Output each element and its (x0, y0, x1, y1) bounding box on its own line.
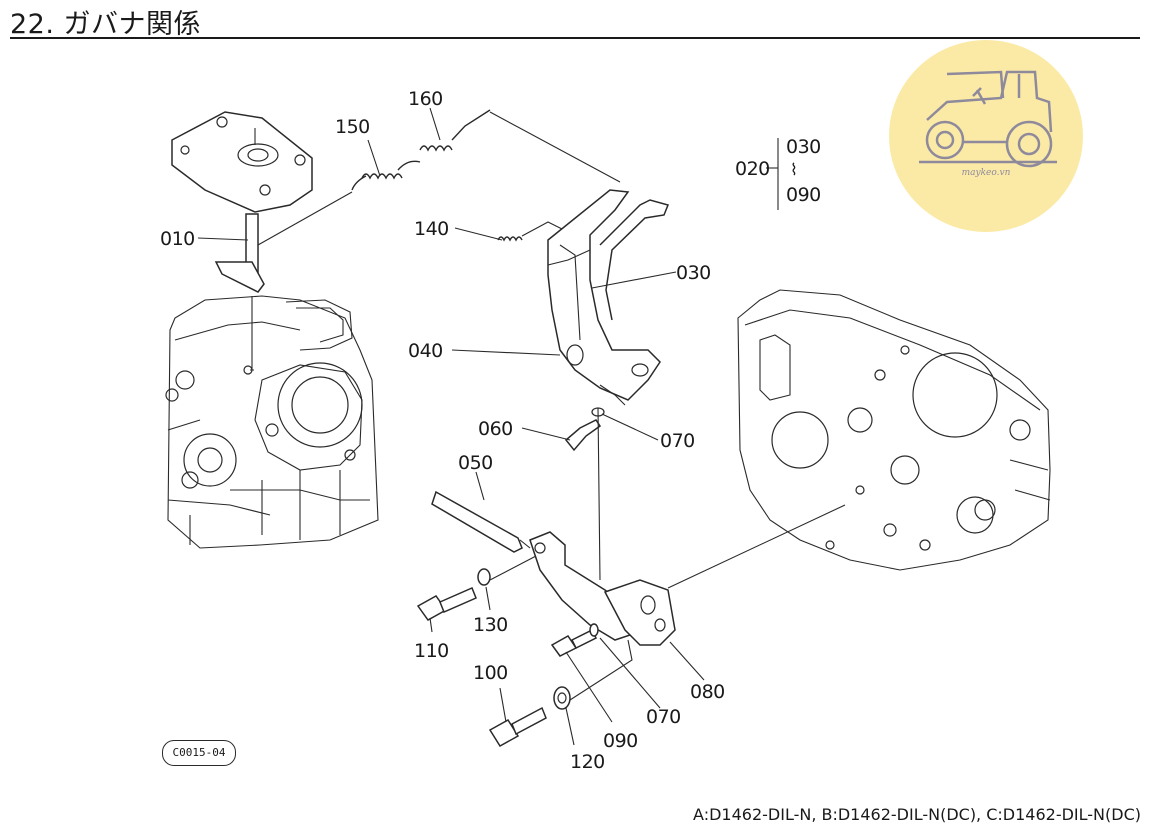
right-engine-block (737, 289, 1051, 571)
governor-cover-plate (171, 111, 313, 213)
leader-lines (197, 107, 779, 746)
bolt-110 (416, 568, 491, 621)
callout-080: 080 (690, 681, 725, 703)
tractor-icon (919, 70, 1057, 168)
callout-020: 020 (735, 158, 770, 180)
callout-090: 090 (603, 730, 638, 752)
page-title: 22. ガバナ関係 (10, 9, 202, 40)
callout-030-group: 030 (786, 136, 821, 158)
governor-rod-050 (431, 490, 531, 553)
callout-070-upper: 070 (660, 430, 695, 452)
callout-090-group: 090 (786, 184, 821, 206)
group-range-symbol: ⌇ (790, 160, 798, 179)
left-engine-block (165, 295, 379, 549)
governor-shaft (214, 213, 265, 371)
bolt-060 (564, 407, 605, 581)
watermark-text: maykeo.vn (961, 168, 1011, 178)
watermark-logo: maykeo.vn (889, 40, 1083, 232)
callout-030: 030 (676, 262, 711, 284)
governor-fork-lever (547, 189, 670, 406)
callout-130: 130 (473, 614, 508, 636)
callout-040: 040 (408, 340, 443, 362)
callout-050: 050 (458, 452, 493, 474)
lower-lever-bracket (489, 504, 846, 701)
callout-150: 150 (335, 116, 370, 138)
callout-060: 060 (478, 418, 513, 440)
callout-140: 140 (414, 218, 449, 240)
model-applicability-footer: A:D1462-DIL-N, B:D1462-DIL-N(DC), C:D146… (693, 805, 1141, 824)
spring-150 (257, 160, 421, 246)
title-underline (10, 37, 1140, 39)
callout-070-lower: 070 (646, 706, 681, 728)
callout-010: 010 (160, 228, 195, 250)
bolt-100 (488, 686, 571, 748)
catalog-code-badge: C0015-04 (162, 740, 236, 766)
bolt-090 (550, 623, 599, 657)
callout-110: 110 (414, 640, 449, 662)
callout-100: 100 (473, 662, 508, 684)
callout-120: 120 (570, 751, 605, 773)
spring-160 (419, 109, 621, 183)
callout-160: 160 (408, 88, 443, 110)
